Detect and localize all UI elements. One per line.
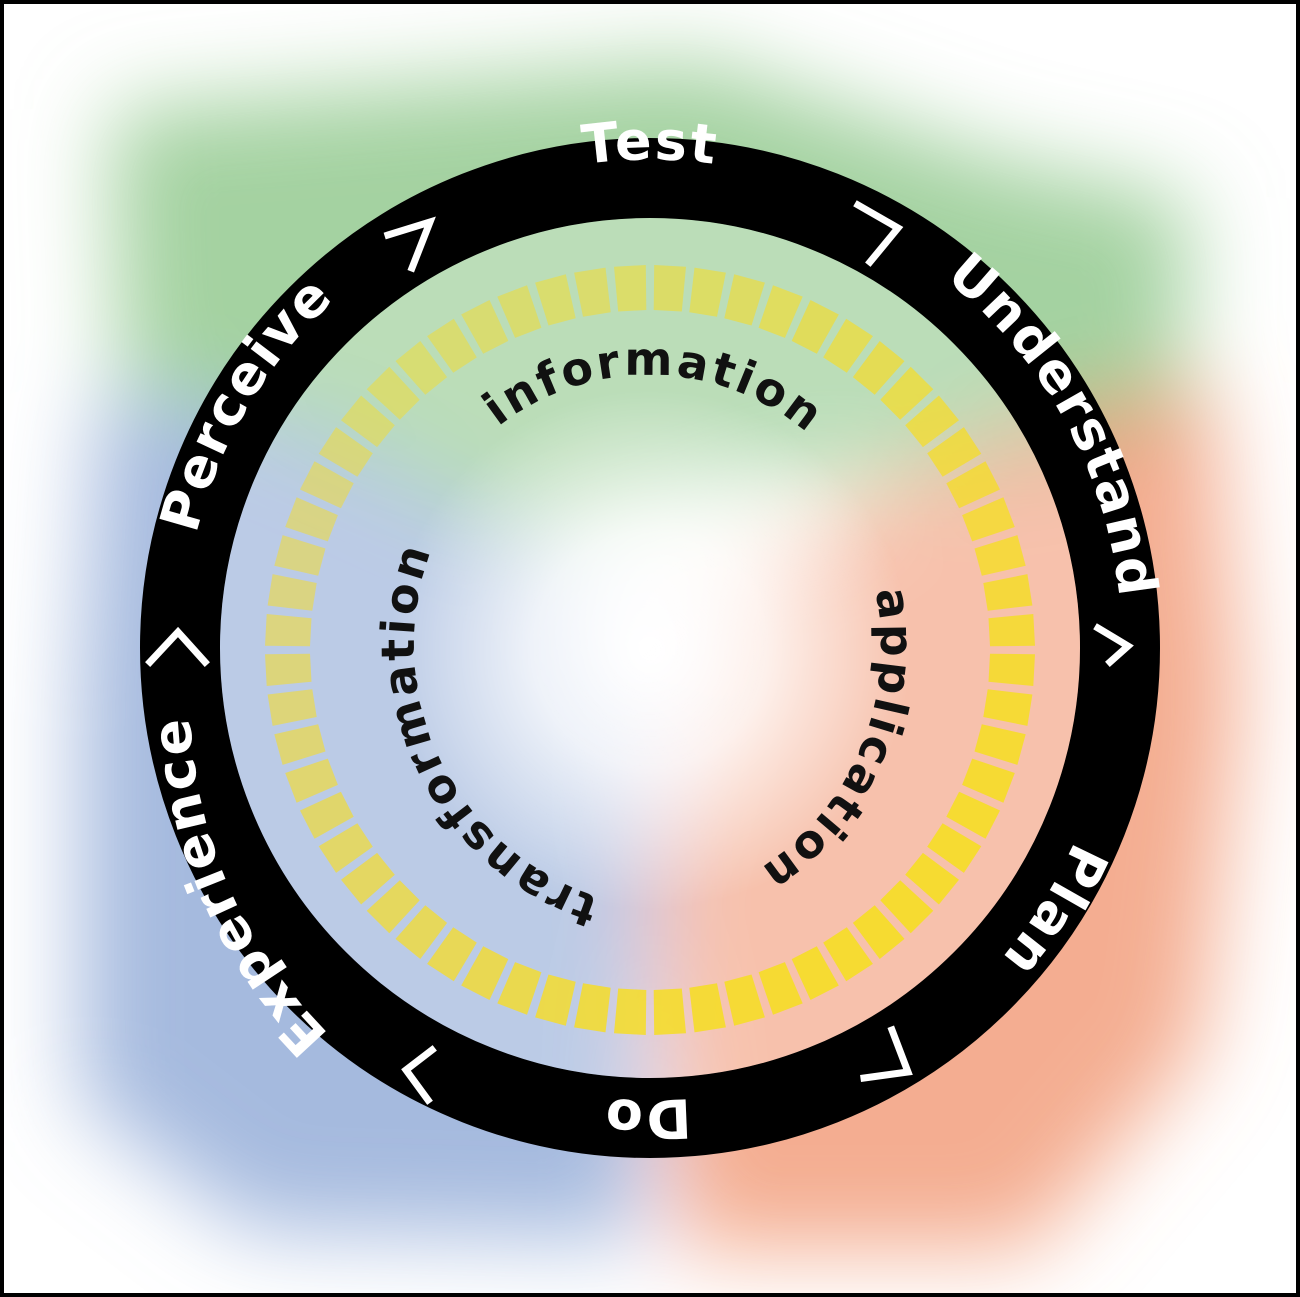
ring-segment — [267, 689, 317, 726]
ring-segment — [300, 461, 354, 509]
ring-segment — [427, 318, 477, 373]
ring-segment — [395, 341, 448, 395]
ring-segment — [946, 791, 1000, 839]
ring-segment — [689, 267, 726, 317]
ring-segment — [265, 614, 312, 647]
ring-segment — [274, 535, 326, 576]
segment-ring — [265, 265, 1035, 1035]
ring-segment — [974, 724, 1026, 765]
ring-segment — [366, 880, 420, 934]
ring-segment — [758, 285, 803, 338]
ring-segment — [267, 574, 317, 611]
ring-segment — [653, 265, 686, 312]
ring-segment — [983, 574, 1033, 611]
ring-segment — [497, 285, 542, 338]
ring-segment — [341, 395, 395, 448]
ring-segment — [724, 974, 765, 1026]
outer-ring — [140, 138, 1160, 1158]
ring-label-test: Test — [579, 109, 722, 177]
ring-segment — [927, 823, 982, 873]
ring-segment — [905, 395, 959, 448]
ring-segment — [988, 653, 1035, 686]
ring-segment — [689, 983, 726, 1033]
ring-segment — [852, 341, 905, 395]
ring-segment — [905, 852, 959, 905]
ring-segment — [285, 497, 338, 542]
ring-segment — [946, 461, 1000, 509]
ring-segment — [318, 823, 373, 873]
ring-segment — [983, 689, 1033, 726]
chevron-up-icon — [145, 626, 210, 667]
ring-segment — [274, 724, 326, 765]
ring-segment — [574, 267, 611, 317]
ring-label-do: Do — [602, 1086, 692, 1151]
ring-segment — [341, 852, 395, 905]
center-glow — [390, 390, 910, 910]
ring-segment — [461, 300, 509, 354]
ring-segment — [318, 427, 373, 477]
arrow-chevrons — [145, 200, 1134, 1105]
ring-segment — [880, 880, 934, 934]
ring-segment — [791, 946, 839, 1000]
ring-segment — [427, 927, 477, 982]
ring-segment — [852, 905, 905, 959]
ring-segment — [927, 427, 982, 477]
ring-segment — [880, 366, 934, 420]
ring-segment — [265, 653, 312, 686]
ring-segment — [300, 791, 354, 839]
ring-segment — [974, 535, 1026, 576]
chevron-right-icon — [860, 1025, 913, 1082]
ring-segment — [461, 946, 509, 1000]
ring-segment — [988, 614, 1035, 647]
ring-segment — [535, 274, 576, 326]
ring-segment — [366, 366, 420, 420]
ring-segment — [614, 265, 647, 312]
chevron-left-icon — [401, 1045, 437, 1105]
ring-segment — [823, 318, 873, 373]
ring-segment — [823, 927, 873, 982]
ring-segment — [791, 300, 839, 354]
chevron-right-icon — [1093, 623, 1134, 667]
ring-segment — [758, 962, 803, 1015]
ring-segment — [962, 758, 1015, 803]
ring-segment — [724, 274, 765, 326]
ring-segment — [653, 988, 686, 1035]
ring-segment — [962, 497, 1015, 542]
ring-segment — [574, 983, 611, 1033]
ring-segment — [614, 988, 647, 1035]
chevron-right-icon — [853, 200, 904, 267]
chevron-right-icon — [383, 216, 436, 273]
ring-segment — [285, 758, 338, 803]
ring-segment — [535, 974, 576, 1026]
ring-segment — [497, 962, 542, 1015]
ring-segment — [395, 905, 448, 959]
